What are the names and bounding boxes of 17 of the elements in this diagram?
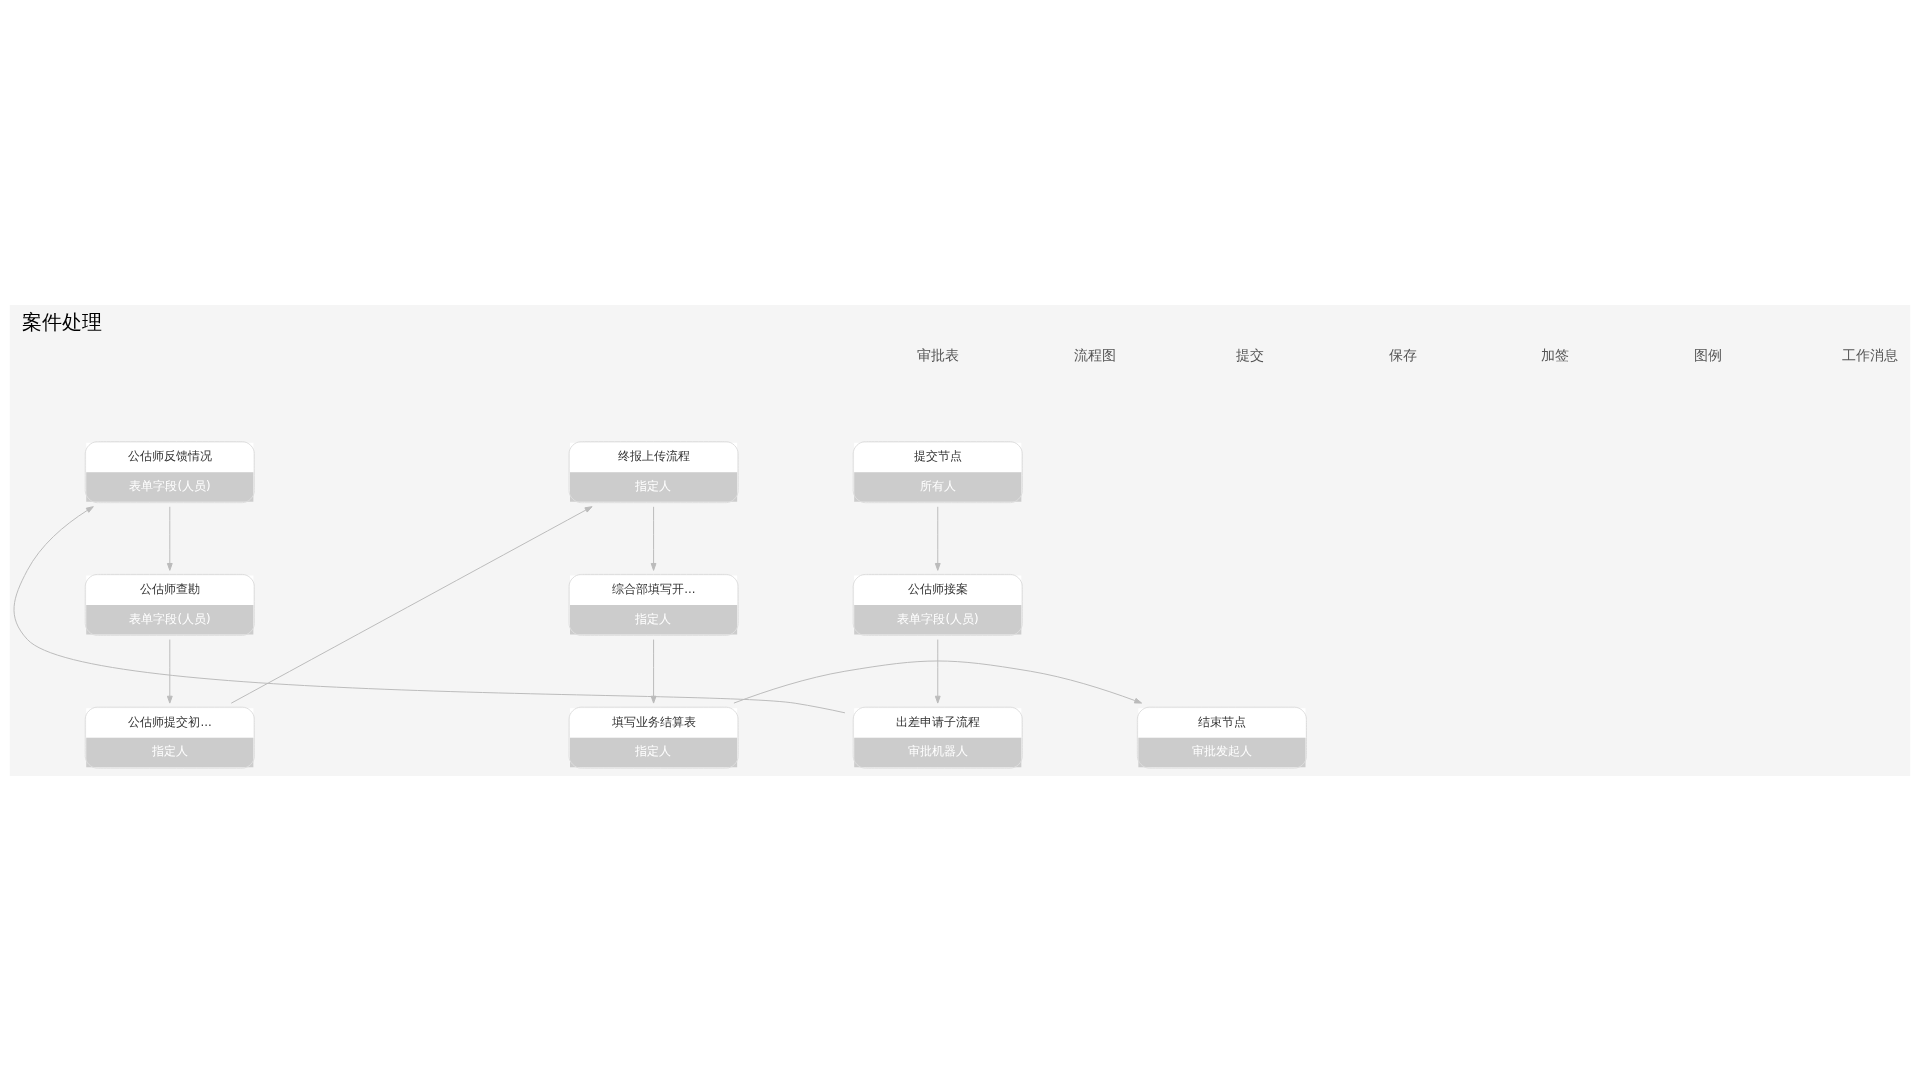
arrow	[230, 505, 593, 704]
diagram-title: 案件处理	[21, 310, 102, 334]
arrow	[650, 505, 657, 571]
label: 图例	[1693, 346, 1722, 363]
arrow	[733, 660, 1143, 704]
label: 提交	[1236, 346, 1265, 363]
arrow	[650, 638, 657, 704]
arrow	[166, 505, 173, 571]
label: 保存	[1388, 346, 1417, 363]
label: 工作消息	[1841, 346, 1898, 363]
arrow	[934, 505, 941, 571]
label: 流程图	[1074, 346, 1117, 363]
arrow	[13, 505, 846, 713]
label: 审批表	[916, 346, 959, 363]
arrow	[166, 638, 173, 704]
arrow	[934, 638, 941, 704]
label: 加签	[1541, 346, 1570, 363]
